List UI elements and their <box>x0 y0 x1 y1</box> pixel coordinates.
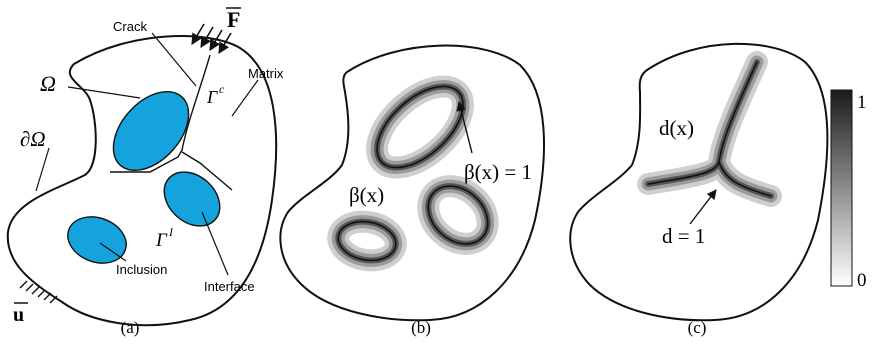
displacement-label: u <box>13 304 24 326</box>
gamma-c-superscript: c <box>219 82 225 96</box>
caption-c: (c) <box>688 318 707 337</box>
interface-field-middle <box>417 175 499 255</box>
crack-phase-field <box>637 51 782 207</box>
d-arrow <box>689 189 717 225</box>
gamma-c-label: Γ <box>206 87 218 107</box>
inclusion-label: Inclusion <box>116 262 167 277</box>
omega-label: Ω <box>40 71 56 96</box>
caption-a: (a) <box>121 318 140 337</box>
force-arrows <box>191 23 232 54</box>
colorbar-min-label: 0 <box>857 270 867 291</box>
caption-b: (b) <box>411 318 431 337</box>
colorbar-max-label: 1 <box>857 92 867 113</box>
gamma-i-label: Γ <box>155 230 168 251</box>
beta-arrow <box>456 101 473 154</box>
support-hatch <box>19 280 58 304</box>
boundary-label: ∂Ω <box>20 127 46 151</box>
colorbar: 1 0 <box>830 89 867 291</box>
d-x-label: d(x) <box>659 116 694 140</box>
crack-branch <box>181 151 233 191</box>
colorbar-gradient <box>830 89 853 287</box>
inclusion-middle <box>163 171 221 227</box>
force-label: F <box>227 7 240 32</box>
interface-field-large <box>366 75 474 179</box>
domain-boundary-a <box>6 35 278 327</box>
panel-c: d(x) d = 1 (c) <box>569 42 829 337</box>
interface-label: Interface <box>204 279 255 294</box>
leader-lines-a <box>35 32 259 276</box>
beta-eq-label: β(x) = 1 <box>464 160 532 184</box>
matrix-label: Matrix <box>248 66 284 81</box>
d-eq-label: d = 1 <box>662 224 705 248</box>
panel-a: F u Crack Ω Γ c Matrix ∂Ω Γ I Inc <box>6 7 284 337</box>
domain-boundary-b <box>279 44 545 322</box>
crack-label: Crack <box>113 19 147 34</box>
beta-x-label: β(x) <box>349 183 384 207</box>
panel-b: β(x) β(x) = 1 (b) <box>279 44 545 337</box>
interface-field-small <box>327 210 407 272</box>
inclusion-large <box>112 90 190 172</box>
domain-boundary-c <box>569 42 829 322</box>
crack-line <box>110 54 211 173</box>
gamma-i-superscript: I <box>168 225 174 239</box>
